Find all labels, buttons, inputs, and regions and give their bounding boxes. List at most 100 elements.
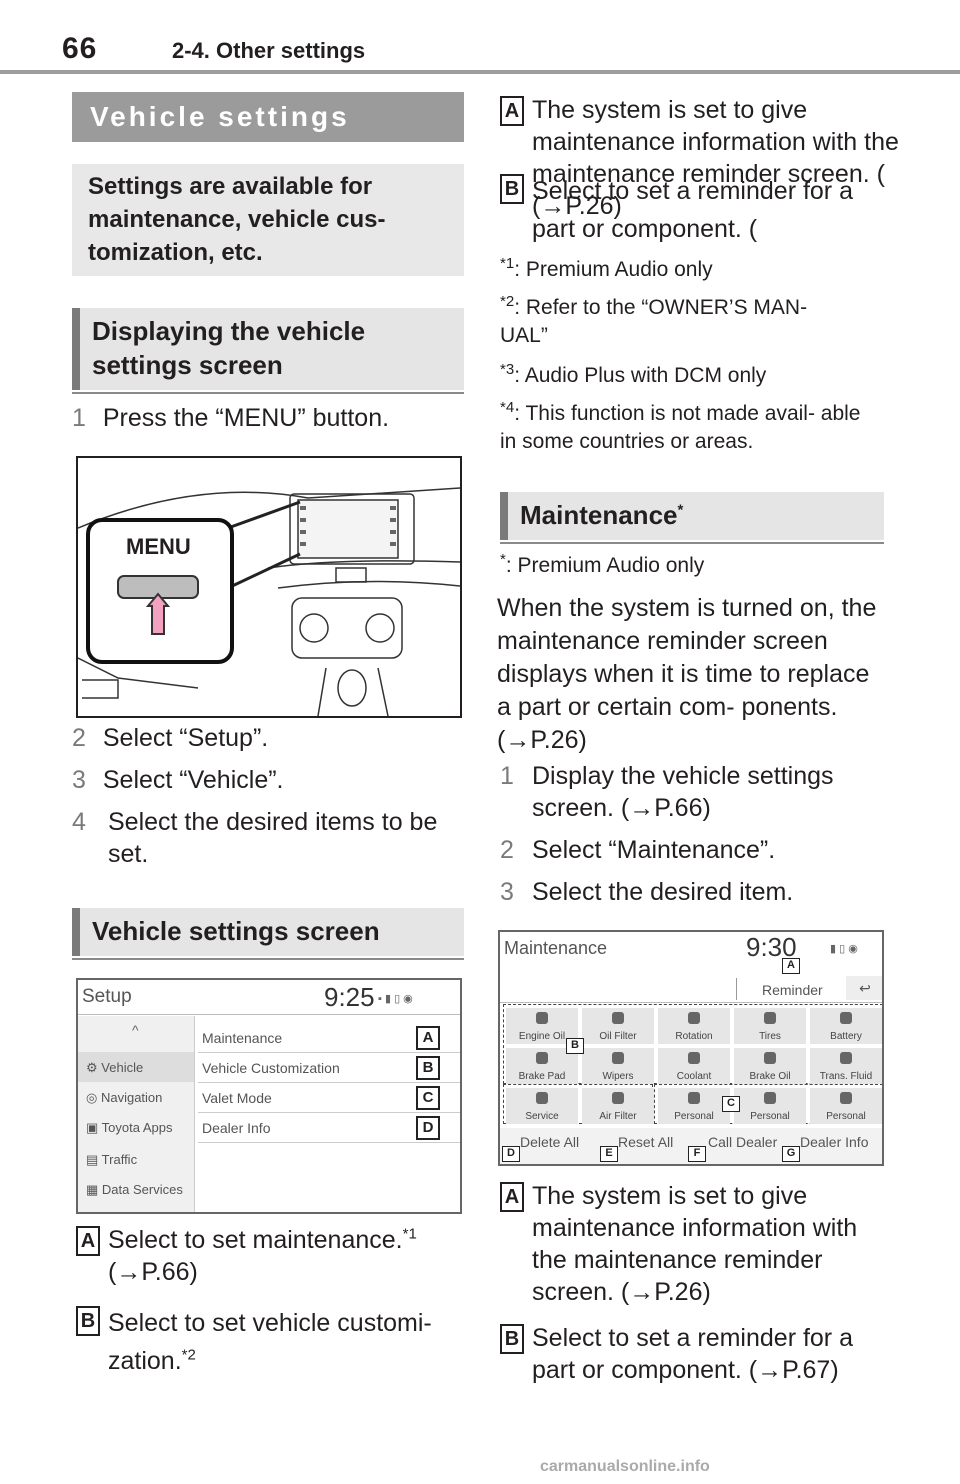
item-valet-mode: Valet Mode xyxy=(202,1090,272,1106)
step-1: 1 Press the “MENU” button. xyxy=(72,402,464,434)
footnote-1: *1: Premium Audio only xyxy=(500,255,713,281)
tile-label: Engine Oil xyxy=(518,1031,566,1042)
step-number: 1 xyxy=(72,404,86,432)
tag-c: C xyxy=(416,1086,440,1110)
tile-label: Battery xyxy=(830,1031,862,1042)
arrow-icon: → xyxy=(629,1278,655,1306)
footnote-3: *3: Audio Plus with DCM only xyxy=(500,361,767,387)
back-icon: ↩ xyxy=(846,976,882,1000)
item-maintenance: Maintenance xyxy=(202,1030,283,1046)
dashboard-drawing xyxy=(78,487,460,716)
step-text: Press the “MENU” button. xyxy=(102,404,390,432)
sidebar-item-traffic: ▤ Traffic xyxy=(86,1152,138,1167)
vehicle-settings-title: Vehicle settings xyxy=(72,92,464,142)
clock: 9:25 xyxy=(324,982,375,1012)
maintenance-tile: Trans. Fluid xyxy=(810,1048,882,1084)
tile-icon xyxy=(536,1052,548,1064)
maintenance-tile: Personal xyxy=(734,1088,806,1124)
tag-c: C xyxy=(722,1096,740,1112)
tile-icon xyxy=(612,1012,624,1024)
callout-a-right: A The system is set to give maintenance … xyxy=(500,1180,900,1308)
step-number: 4 xyxy=(72,808,86,836)
letter-d: B xyxy=(500,174,524,204)
step-2: 2 Select “Setup”. xyxy=(72,722,464,754)
tag-b: B xyxy=(416,1056,440,1080)
tile-label: Rotation xyxy=(675,1031,713,1042)
tag-a: A xyxy=(416,1026,440,1050)
tile-label: Brake Pad xyxy=(518,1071,566,1082)
item-vehicle-customization: Vehicle Customization xyxy=(202,1060,340,1076)
arrow-icon: → xyxy=(505,726,531,754)
maintenance-tile: Tires xyxy=(734,1008,806,1044)
dashboard-illustration: MENU xyxy=(76,456,462,718)
letter-a: A xyxy=(500,1182,524,1212)
maint-title: Maintenance xyxy=(504,938,608,958)
letter-c: A xyxy=(500,96,524,126)
footnote-mark: *2 xyxy=(181,1346,196,1364)
step-number: 2 xyxy=(72,724,86,752)
maintenance-tile: Service xyxy=(506,1088,578,1124)
maintenance-tile: Oil Filter xyxy=(582,1008,654,1044)
chevron-up-icon: ^ xyxy=(132,1022,139,1038)
callout-text: The system is set to give maintenance in… xyxy=(532,96,899,188)
maintenance-tile: Battery xyxy=(810,1008,882,1044)
sidebar-item-vehicle: ⚙ Vehicle xyxy=(86,1060,144,1075)
maintenance-note: *: Premium Audio only xyxy=(500,551,705,577)
tile-label: Service xyxy=(525,1111,559,1122)
tile-label: Tires xyxy=(759,1031,781,1042)
maintenance-heading: Maintenance* xyxy=(500,492,884,544)
callout-text: Select to set a reminder for a part or c… xyxy=(532,177,853,243)
callout-b: B Select to set vehicle customi- zation.… xyxy=(76,1304,468,1380)
tile-icon xyxy=(688,1012,700,1024)
footnote-2: *2: Refer to the “OWNER’S MAN- UAL” xyxy=(500,293,808,347)
sidebar-divider xyxy=(194,1016,195,1212)
tile-label: Personal xyxy=(674,1111,714,1122)
tile-label: Trans. Fluid xyxy=(819,1071,873,1082)
arrow-icon: → xyxy=(540,192,566,220)
maintenance-tile: Wipers xyxy=(582,1048,654,1084)
watermark: carmanualsonline.info xyxy=(540,1458,710,1475)
tile-label: Air Filter xyxy=(599,1111,637,1122)
tile-label: Personal xyxy=(826,1111,866,1122)
maintenance-tile: Coolant xyxy=(658,1048,730,1084)
right-step-2: 2 Select “Maintenance”. xyxy=(500,836,776,864)
displaying-heading: Displaying the vehicle settings screen xyxy=(72,308,464,394)
footnote-4: *4: This function is not made avail- abl… xyxy=(500,399,861,453)
callout-b-right: B Select to set a reminder for a part or… xyxy=(500,1322,900,1386)
tile-icon xyxy=(840,1052,852,1064)
arrow-icon: → xyxy=(116,1258,142,1286)
tile-icon xyxy=(688,1092,700,1104)
tag-d: D xyxy=(502,1146,520,1162)
menu-button-label: MENU xyxy=(126,534,191,559)
setup-screen: Setup 9:25 ▪ ▮ ▯ ◉ ^ ⚙ Vehicle ◎ Navigat… xyxy=(76,978,462,1214)
arrow-icon: → xyxy=(629,794,655,822)
tile-label: Wipers xyxy=(602,1071,634,1082)
maintenance-paragraph: When the system is turned on, the mainte… xyxy=(497,594,877,754)
tile-label: Oil Filter xyxy=(599,1031,637,1042)
dealer-info-button: Dealer Info xyxy=(800,1134,869,1150)
tile-label: Personal xyxy=(750,1111,790,1122)
delete-all-button: Delete All xyxy=(520,1134,580,1150)
tag-f: F xyxy=(688,1146,706,1162)
item-dealer-info: Dealer Info xyxy=(202,1120,271,1136)
tile-label: Brake Oil xyxy=(749,1071,791,1082)
tag-a: A xyxy=(782,958,800,974)
tile-icon xyxy=(536,1092,548,1104)
status-icons: ▮ ▯ ◉ xyxy=(830,943,858,955)
call-dealer-button: Call Dealer xyxy=(708,1134,778,1150)
tag-e: E xyxy=(600,1146,618,1162)
tag-b: B xyxy=(566,1038,584,1054)
reset-all-button: Reset All xyxy=(618,1134,674,1150)
step-3: 3 Select “Vehicle”. xyxy=(72,764,464,796)
tile-icon xyxy=(840,1012,852,1024)
sidebar-item-toyota-apps: ▣ Toyota Apps xyxy=(86,1120,173,1135)
callout-c: A The system is set to give maintenance … xyxy=(500,94,900,222)
right-step-3: 3 Select the desired item. xyxy=(500,878,794,906)
tag-g: G xyxy=(782,1146,800,1162)
letter-b: B xyxy=(500,1324,524,1354)
step-4: 4 Select the desired items to be set. xyxy=(72,806,464,870)
sidebar-selected xyxy=(78,1052,194,1082)
letter-b: B xyxy=(76,1306,100,1336)
callout-text: Select to set vehicle customi- zation. xyxy=(108,1309,432,1375)
divider xyxy=(78,1014,460,1015)
